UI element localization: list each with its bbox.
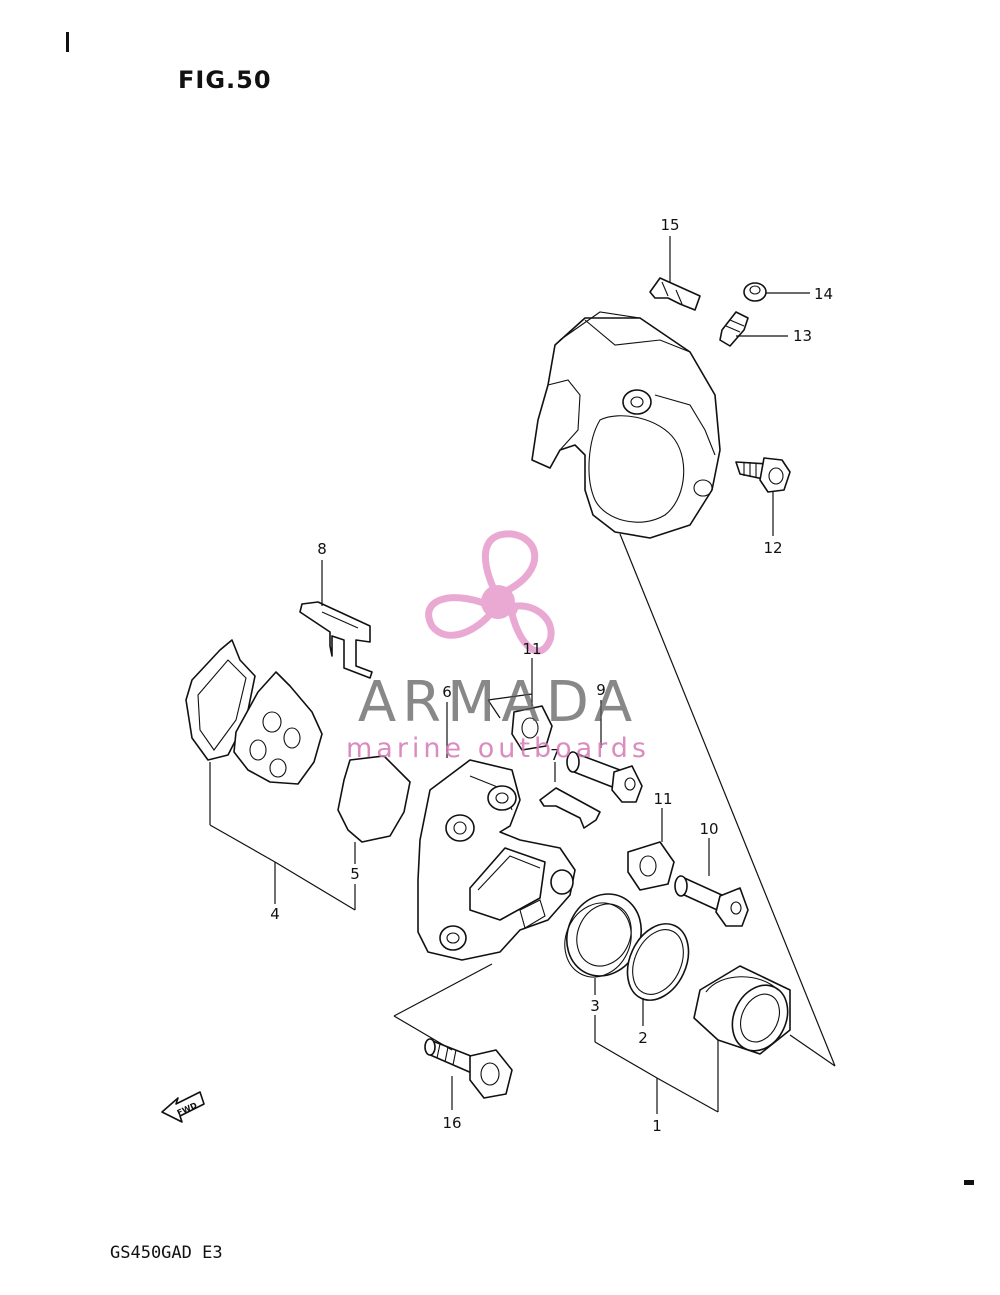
part-7-pad-pin-clip [539, 787, 601, 829]
scan-marks [66, 32, 974, 1185]
part-13-bleeder-valve [719, 311, 749, 347]
part-4-brake-pad-set [185, 639, 323, 785]
model-code: GS450GAD E3 [110, 1243, 223, 1263]
part-11-boot-upper [511, 705, 553, 751]
callout-4: 4 [270, 905, 280, 923]
leader-lines [209, 236, 836, 1114]
callout-12: 12 [763, 539, 782, 557]
callout-3: 3 [590, 997, 600, 1015]
armada-propeller-logo [425, 530, 555, 655]
part-12-caliper-bolt [735, 457, 791, 493]
watermark-tagline: marine outboards [345, 733, 650, 764]
callout-1: 1 [652, 1117, 662, 1135]
callout-numbers: 15 14 13 12 8 11 6 9 7 11 10 5 4 3 2 16 … [270, 216, 833, 1135]
part-10-slide-pin [674, 875, 749, 927]
callout-11-lower: 11 [653, 790, 672, 808]
callout-7: 7 [550, 746, 560, 764]
part-14-bleeder-cap [743, 282, 767, 302]
caliper-housing [531, 311, 721, 539]
callout-6: 6 [442, 683, 452, 701]
part-16-bracket-bolt [424, 1038, 513, 1099]
callout-13: 13 [793, 327, 812, 345]
part-15-pad-spring-clip [649, 277, 701, 311]
part-2-piston-seal [626, 923, 690, 1001]
callout-10: 10 [699, 820, 718, 838]
part-8-pad-spring [299, 601, 373, 679]
part-1-piston [693, 965, 791, 1055]
callout-11-upper: 11 [522, 640, 541, 658]
fwd-arrow-icon: FWD [161, 1091, 205, 1123]
part-5-pad-shim [337, 755, 411, 843]
figure-title: FIG.50 [178, 66, 272, 94]
callout-5: 5 [350, 865, 360, 883]
part-11-boot-lower [627, 841, 675, 891]
callout-2: 2 [638, 1029, 648, 1047]
callout-15: 15 [660, 216, 679, 234]
part-9-slide-pin [566, 751, 643, 803]
callout-14: 14 [814, 285, 833, 303]
callout-9: 9 [596, 681, 606, 699]
part-6-caliper-bracket [417, 759, 576, 961]
callout-8: 8 [317, 540, 327, 558]
callout-16: 16 [442, 1114, 461, 1132]
watermark-brand: ARMADA [357, 670, 639, 735]
